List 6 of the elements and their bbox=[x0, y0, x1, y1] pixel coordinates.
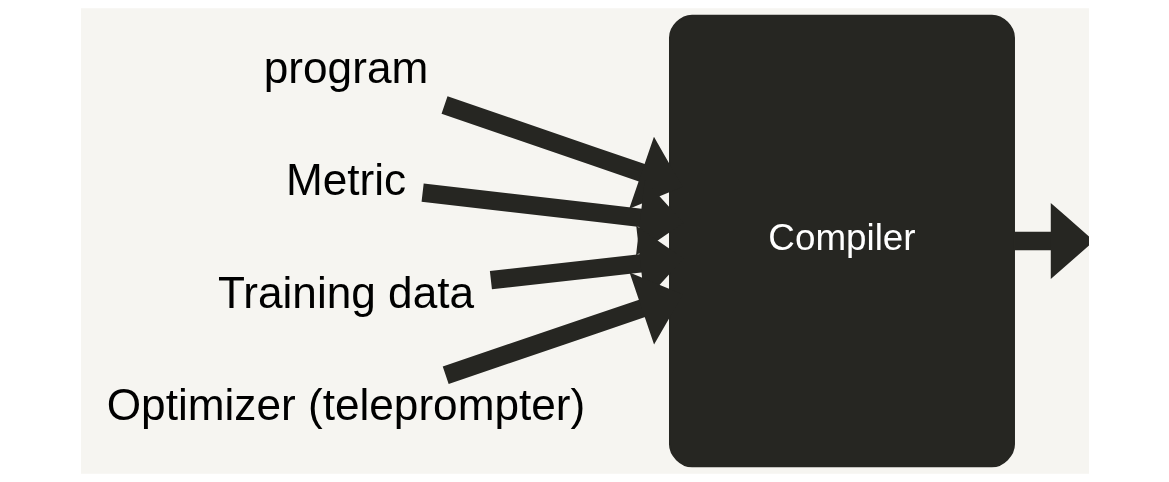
node-box: Compiler bbox=[668, 14, 1015, 468]
node-text: program bbox=[263, 43, 428, 93]
node-text: Training data bbox=[217, 267, 474, 317]
node-text: Optimizer (teleprompter) bbox=[106, 379, 585, 429]
arrow bbox=[1013, 203, 1089, 279]
node-text: Metric bbox=[285, 155, 406, 205]
